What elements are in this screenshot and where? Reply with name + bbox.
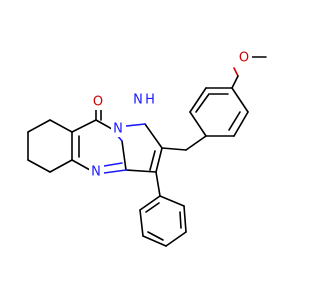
bond — [159, 195, 185, 207]
bond — [142, 235, 167, 247]
phenyl-ring — [139, 171, 187, 247]
nh-nitrogen-label: N — [133, 93, 143, 108]
label-bg — [130, 92, 145, 108]
bond-inner — [195, 93, 210, 113]
atom-labels: O O H N N N — [89, 50, 252, 180]
methoxy-oxygen-label: O — [239, 51, 249, 66]
bond — [155, 171, 161, 197]
bond-inner — [179, 211, 182, 229]
bond-inner — [228, 111, 241, 131]
bond — [155, 147, 163, 173]
bond-ch2-ring — [161, 147, 187, 151]
bond — [139, 209, 144, 237]
pyrimidinone-ring — [71, 119, 127, 174]
bond-inner — [103, 162, 123, 167]
bond — [121, 140, 127, 171]
label-bg — [144, 92, 159, 108]
bond — [71, 159, 91, 171]
nh-hydrogen-label: H — [145, 93, 155, 108]
bond — [189, 87, 207, 113]
bond — [27, 159, 51, 173]
label-bg — [91, 94, 106, 110]
bond — [233, 111, 249, 137]
bond — [49, 159, 73, 173]
label-bg — [237, 50, 252, 66]
bond — [103, 169, 127, 174]
bond-n-n — [125, 123, 146, 127]
molecule-canvas: O O H N N N — [27, 50, 267, 247]
bond-o-aryl — [233, 67, 239, 77]
methoxyphenyl-ring — [189, 87, 249, 137]
ring-nitrogen-label: N — [91, 165, 101, 180]
bond — [125, 169, 157, 173]
bond — [189, 111, 207, 137]
bond — [231, 87, 249, 113]
bridge-nitrogen-label: N — [113, 122, 123, 137]
bond-inner — [149, 150, 156, 171]
bond-benzyl — [185, 135, 207, 151]
bond — [165, 231, 187, 247]
bond-inner — [147, 231, 164, 241]
label-bg — [111, 121, 126, 137]
carbonyl-oxygen-label: O — [93, 95, 103, 110]
bond — [139, 195, 161, 211]
bond-o-aryl-2 — [231, 75, 239, 89]
bond — [71, 119, 97, 133]
bond — [144, 123, 163, 149]
label-bg — [89, 164, 104, 180]
bond — [27, 119, 51, 133]
bond-inner — [145, 202, 160, 213]
methoxy-group — [231, 56, 267, 89]
bond — [49, 119, 73, 133]
molecule-structure: O O H N N N — [27, 50, 267, 247]
bond — [95, 119, 113, 130]
cyclohexene-ring — [27, 119, 73, 173]
bond — [183, 205, 187, 233]
pyrazole-ring — [121, 123, 163, 173]
